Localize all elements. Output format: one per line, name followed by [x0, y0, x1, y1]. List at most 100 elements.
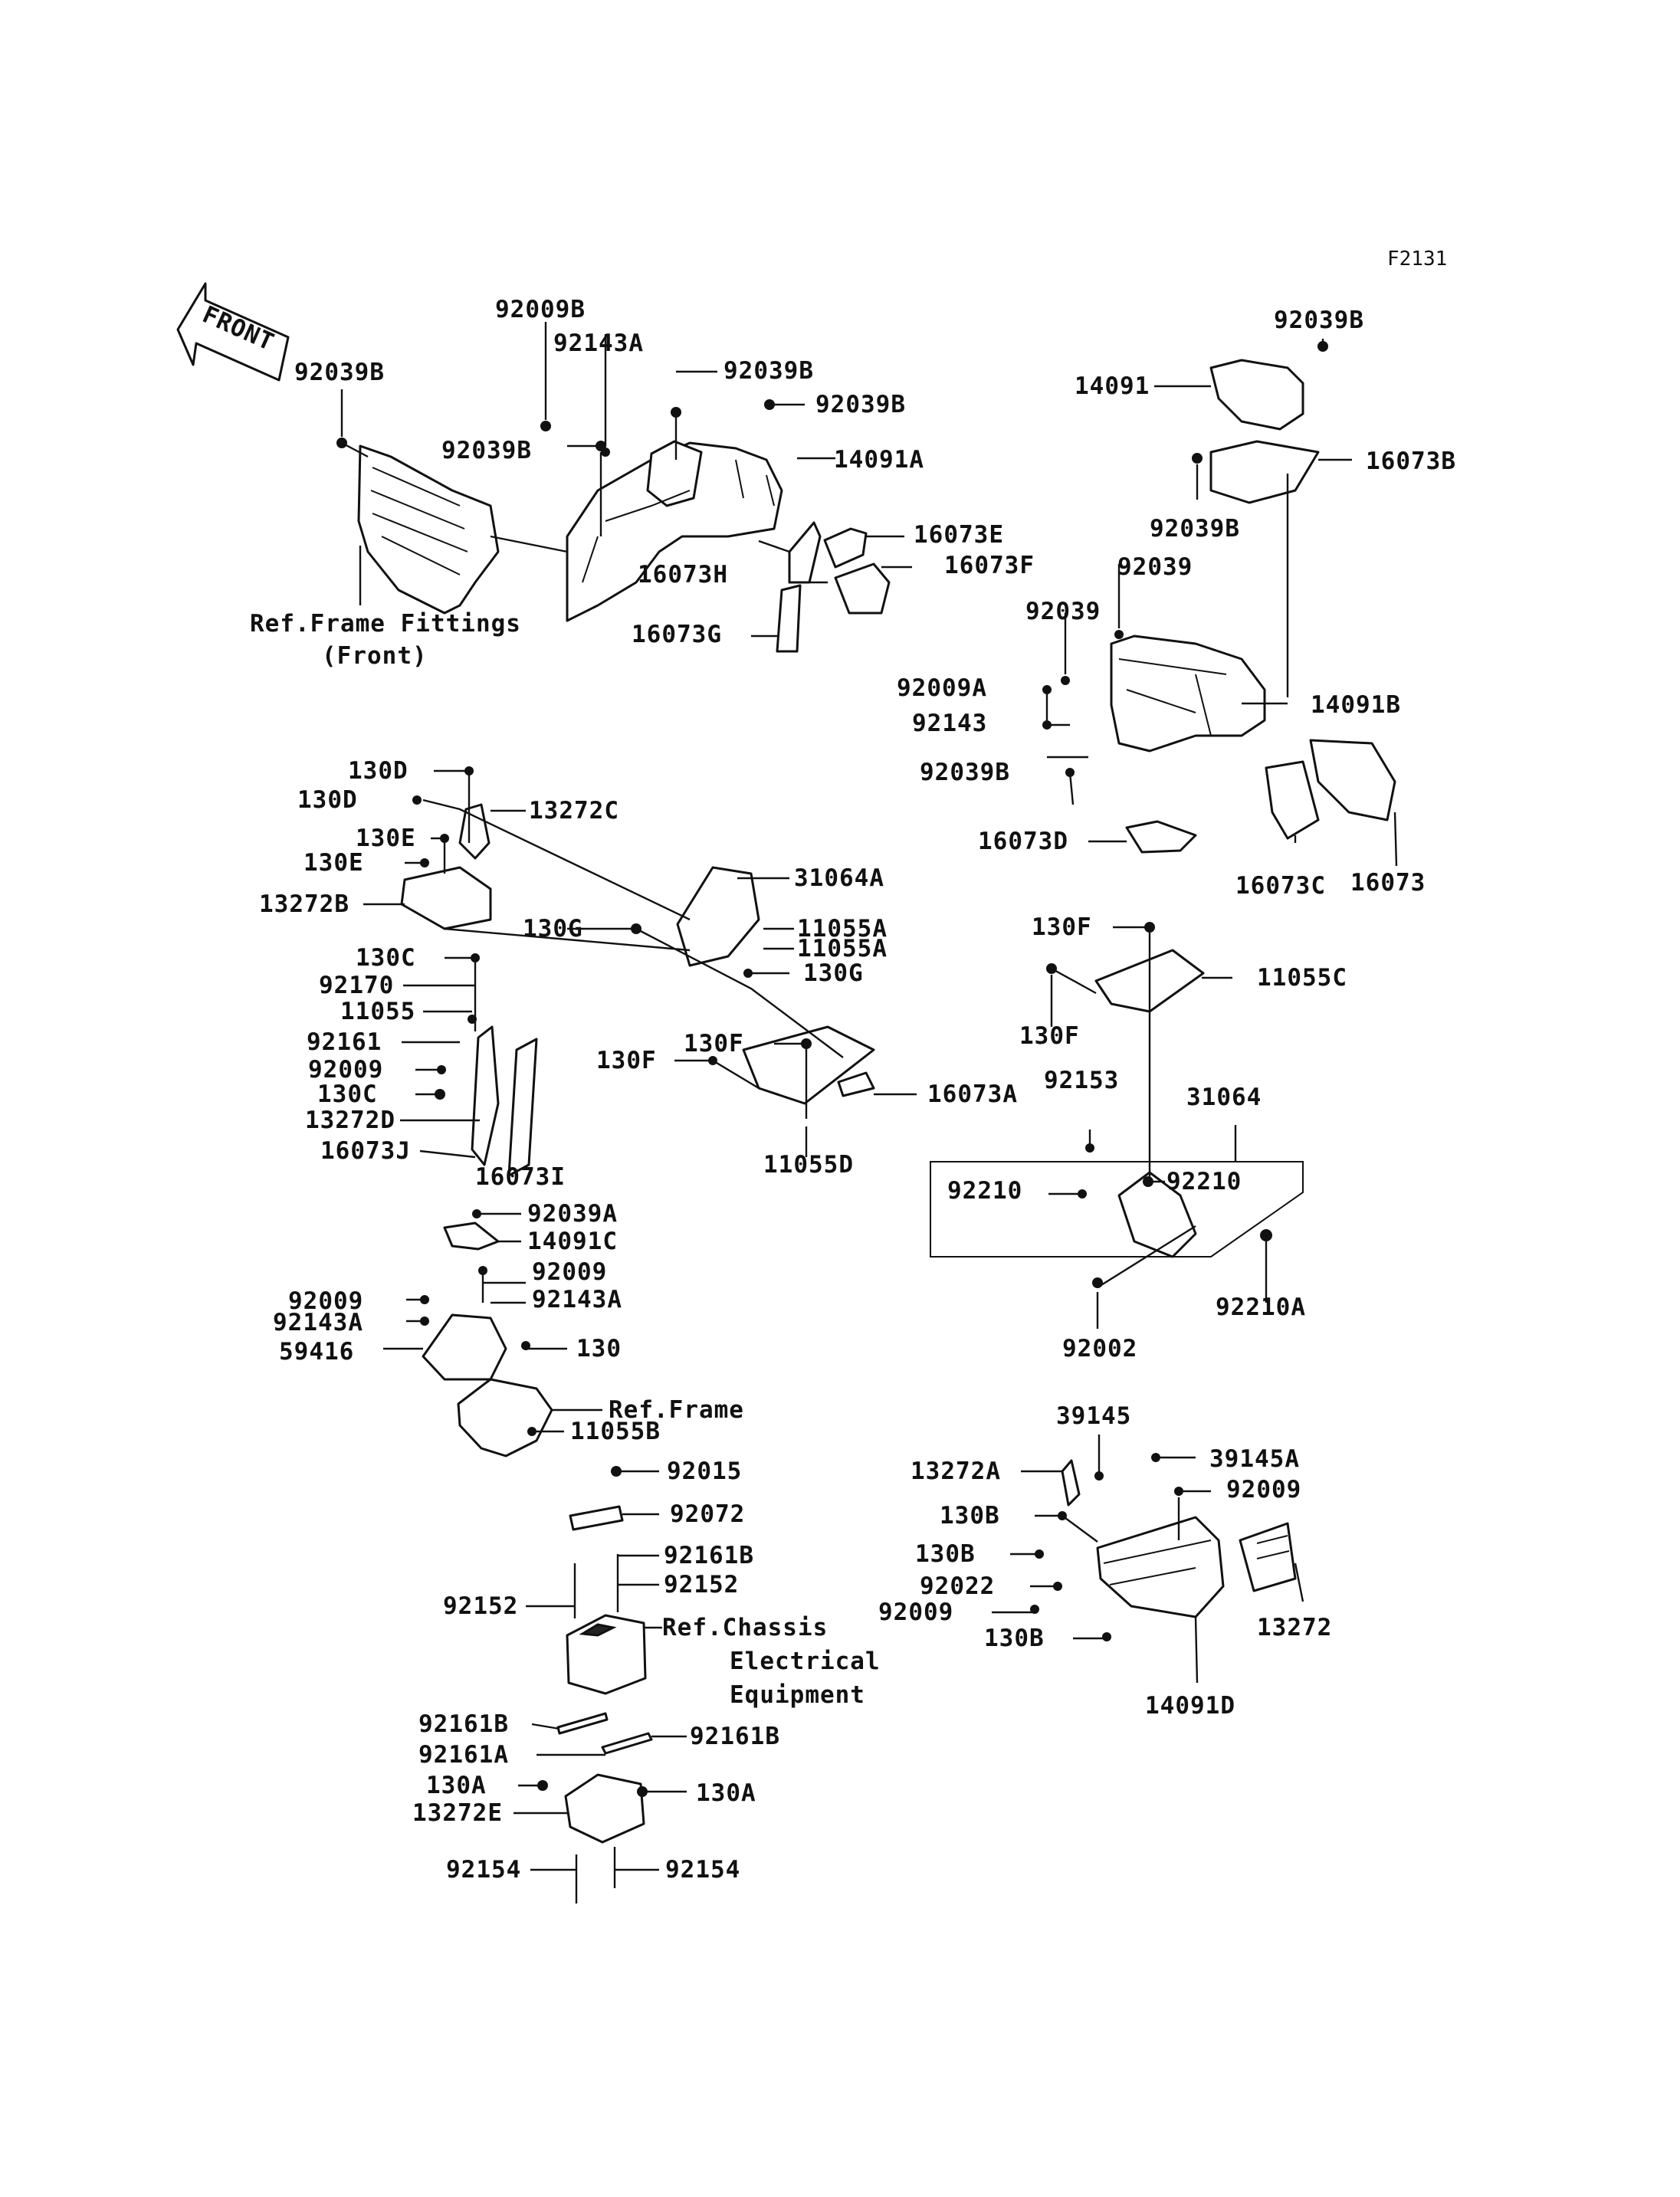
callout-130f-2: 130F [596, 1047, 657, 1074]
callout-13272e: 13272E [412, 1799, 503, 1827]
callout-92039b-4: 92039B [441, 437, 532, 464]
callout-16073b: 16073B [1366, 448, 1456, 475]
seal-16073a [837, 1071, 875, 1097]
callout-92009-5: 92009 [878, 1599, 953, 1626]
brackets-and-holders [363, 766, 917, 1177]
callout-92153: 92153 [1044, 1067, 1119, 1094]
cover-14091d-assembly [992, 1435, 1304, 1684]
callout-130c-1: 130C [356, 944, 416, 972]
holder-59416-assembly [383, 1209, 602, 1458]
holder-59416 [422, 1313, 507, 1381]
callout-130d-1: 130D [348, 757, 409, 785]
callout-92009-4: 92009 [1226, 1476, 1301, 1503]
callout-92009b: 92009B [495, 296, 586, 323]
callout-11055a-1: 11055A [797, 915, 888, 943]
callout-59416: 59416 [279, 1338, 354, 1366]
callout-92002: 92002 [1062, 1335, 1137, 1362]
callout-16073j: 16073J [320, 1137, 411, 1165]
callout-92143a-3: 92143A [532, 1286, 622, 1313]
callout-11055: 11055 [340, 998, 415, 1025]
callout-92161a: 92161A [418, 1741, 509, 1769]
callout-92009-3: 92009 [288, 1287, 363, 1315]
callout-16073h: 16073H [638, 561, 728, 589]
bracket-13272d [471, 1025, 500, 1166]
pad-92161b [556, 1712, 609, 1735]
callout-14091b: 14091B [1311, 691, 1401, 719]
callout-130e-1: 130E [356, 825, 416, 852]
callout-130b-3: 130B [984, 1625, 1045, 1652]
callout-92015: 92015 [667, 1458, 742, 1485]
callout-92039a: 92039A [527, 1200, 618, 1228]
cover-14091c [443, 1221, 500, 1251]
callout-92210-2: 92210 [1166, 1168, 1242, 1195]
callout-130a-2: 130A [696, 1779, 756, 1807]
callout-92072: 92072 [670, 1500, 745, 1528]
tray-13272e [564, 1773, 645, 1844]
callout-130f-4: 130F [1019, 1022, 1080, 1050]
callout-11055a-2: 11055A [797, 935, 888, 962]
callout-130b-1: 130B [940, 1502, 1000, 1530]
seal-16073c [1265, 760, 1320, 840]
bracket-13272 [1239, 1522, 1297, 1592]
callout-92210-1: 92210 [947, 1177, 1022, 1205]
callout-13272d: 13272D [305, 1107, 395, 1134]
callout-130e-2: 130E [304, 849, 364, 877]
pad-92161b-2 [601, 1732, 653, 1755]
rear-fender-covers [1042, 339, 1398, 867]
callout-16073e: 16073E [914, 521, 1004, 549]
callout-130f-1: 130F [684, 1030, 744, 1058]
battery-band-92072 [569, 1505, 624, 1531]
ref-frame-fittings: Ref.Frame Fittings [250, 610, 521, 638]
callout-92039b-3: 92039B [815, 391, 906, 418]
callout-16073c: 16073C [1235, 872, 1326, 900]
seal-16073e [823, 527, 868, 569]
callout-13272a: 13272A [911, 1458, 1001, 1485]
callout-16073d: 16073D [978, 828, 1068, 855]
callout-39145a: 39145A [1209, 1445, 1300, 1473]
callout-92170: 92170 [319, 972, 394, 999]
bracket-13272a [1061, 1459, 1081, 1507]
callout-130g-2: 130G [803, 959, 864, 987]
callout-92039b-7: 92039B [920, 759, 1010, 786]
ref-frame-fittings-front: (Front) [322, 642, 428, 670]
callout-11055c: 11055C [1257, 964, 1347, 992]
seal-16073h [788, 521, 822, 584]
callout-92161b-1: 92161B [664, 1542, 754, 1569]
callout-92039b-2: 92039B [724, 357, 814, 385]
callout-31064: 31064 [1186, 1084, 1262, 1111]
brackets-31064-assembly [930, 922, 1304, 1329]
seal-16073b [1209, 440, 1320, 504]
callout-14091d: 14091D [1145, 1692, 1235, 1720]
seal-16073f [834, 562, 891, 615]
cover-14091d [1096, 1516, 1225, 1618]
cover-14091 [1209, 359, 1304, 431]
cover-14091b [1110, 635, 1266, 753]
callout-130b-2: 130B [915, 1540, 976, 1568]
callout-92143a: 92143A [553, 330, 644, 357]
callout-11055d: 11055D [763, 1151, 854, 1179]
figure-code: F2131 [1387, 248, 1447, 271]
callout-92161b-2: 92161B [418, 1710, 509, 1738]
callout-92009-2: 92009 [532, 1258, 607, 1286]
callout-92039b-1: 92039B [294, 359, 385, 386]
callout-16073: 16073 [1350, 869, 1426, 897]
callout-92161: 92161 [307, 1028, 382, 1056]
callout-92152-1: 92152 [664, 1571, 739, 1599]
callout-92009a: 92009A [897, 674, 987, 702]
callout-92039b-6: 92039B [1150, 515, 1240, 543]
callout-92152-2: 92152 [443, 1592, 518, 1620]
callout-92154-1: 92154 [446, 1856, 521, 1884]
callout-92210a: 92210A [1216, 1294, 1306, 1321]
ref-chassis: Ref.Chassis [662, 1614, 828, 1641]
callout-92009-1: 92009 [308, 1056, 383, 1084]
seal-16073 [1309, 739, 1396, 821]
callout-13272c: 13272C [529, 797, 619, 825]
ref-frame: Ref.Frame [609, 1396, 744, 1424]
callout-130: 130 [576, 1335, 622, 1362]
callout-14091c: 14091C [527, 1228, 618, 1255]
callout-13272b: 13272B [259, 890, 349, 918]
callout-92039-1: 92039 [1117, 553, 1193, 581]
front-fender-inner-covers [336, 322, 912, 653]
frame-section [457, 1378, 553, 1458]
